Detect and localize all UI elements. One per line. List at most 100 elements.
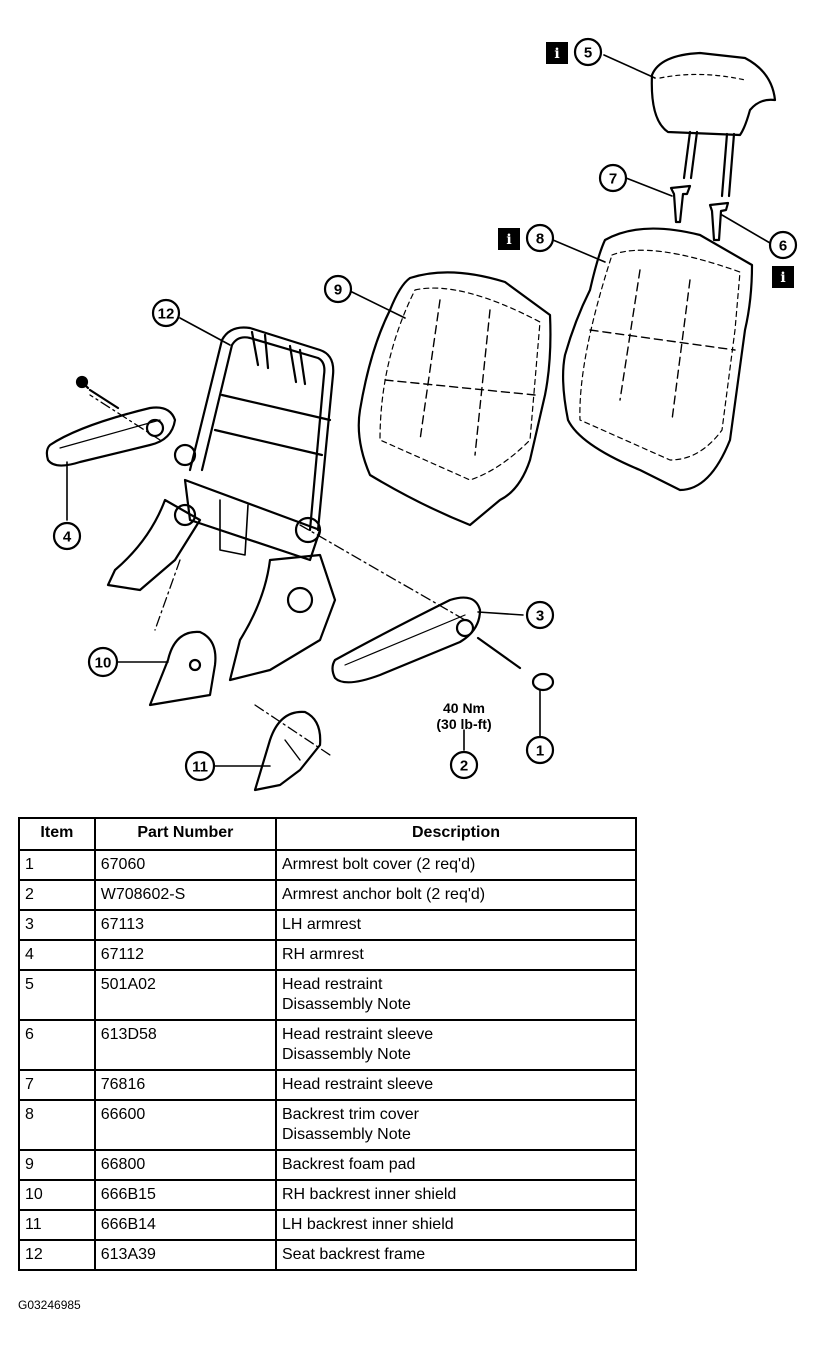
svg-text:i: i xyxy=(780,270,785,286)
callout-circle-8 xyxy=(525,223,555,253)
desc-text: Armrest anchor bolt (2 req'd) xyxy=(282,886,486,903)
rh-armrest-drawing xyxy=(45,375,177,467)
cell-item: 6 xyxy=(18,1019,96,1071)
callout-9: 9 xyxy=(334,282,342,299)
svg-text:i: i xyxy=(554,46,559,62)
cell-part: 613D58 xyxy=(93,1019,278,1071)
disassembly-note-link[interactable]: Disassembly Note xyxy=(282,1046,411,1063)
callout-12: 12 xyxy=(158,306,175,323)
torque-lbft: (30 lb-ft) xyxy=(436,716,491,732)
cell-part: 501A02 xyxy=(93,969,278,1021)
table-row: 2 W708602-S Armrest anchor bolt (2 req'd… xyxy=(18,879,637,911)
cell-desc: RH backrest inner shield xyxy=(275,1179,637,1211)
table-row: 7 76816 Head restraint sleeve xyxy=(18,1069,637,1101)
cell-desc: Head restraint sleeve xyxy=(275,1069,637,1101)
table-row: 3 67113 LH armrest xyxy=(18,909,637,941)
callout-4: 4 xyxy=(63,529,72,546)
cell-item: 3 xyxy=(18,909,96,941)
callout-8: 8 xyxy=(536,231,544,248)
svg-text:i: i xyxy=(506,232,511,248)
callout-circle-10 xyxy=(87,646,119,678)
cell-desc: Armrest bolt cover (2 req'd) xyxy=(275,849,637,881)
cell-desc: LH armrest xyxy=(275,909,637,941)
cell-part: 66800 xyxy=(93,1149,278,1181)
desc-text: Armrest bolt cover (2 req'd) xyxy=(282,856,476,873)
trim-cover-drawing xyxy=(562,227,754,492)
desc-text: Head restraint sleeve xyxy=(282,1076,434,1093)
backrest-frame-drawing xyxy=(106,326,337,682)
disassembly-note-link[interactable]: Disassembly Note xyxy=(282,996,411,1013)
cell-part: 666B14 xyxy=(93,1209,278,1241)
callout-circle-2 xyxy=(449,750,479,780)
cell-part: 67113 xyxy=(93,909,278,941)
cell-desc: LH backrest inner shield xyxy=(275,1209,637,1241)
table-row: 4 67112 RH armrest xyxy=(18,939,637,971)
cell-desc: Seat backrest frame xyxy=(275,1239,637,1271)
desc-text: RH armrest xyxy=(282,946,364,963)
alignment-lines xyxy=(89,394,466,756)
exploded-diagram: i i i 1 2 3 4 5 6 7 8 9 10 11 12 40 N xyxy=(45,37,798,792)
cell-part: 666B15 xyxy=(93,1179,278,1211)
cell-part: 613A39 xyxy=(93,1239,278,1271)
header-description: Description xyxy=(275,817,637,851)
desc-text: LH backrest inner shield xyxy=(282,1216,454,1233)
torque-nm: 40 Nm xyxy=(443,700,485,716)
foam-pad-drawing xyxy=(357,271,552,527)
callout-circle-9 xyxy=(323,274,353,304)
callout-7: 7 xyxy=(609,171,617,188)
desc-text: Head restraint xyxy=(282,976,383,993)
callout-10: 10 xyxy=(95,655,112,672)
desc-text: LH armrest xyxy=(282,916,362,933)
cell-item: 8 xyxy=(18,1099,96,1151)
callout-6: 6 xyxy=(779,238,787,255)
callout-5: 5 xyxy=(584,45,592,62)
header-part-number: Part Number xyxy=(93,817,278,851)
head-restraint-drawing xyxy=(650,51,777,198)
callout-3: 3 xyxy=(536,608,544,625)
callout-circle-7 xyxy=(598,163,628,193)
cell-item: 4 xyxy=(18,939,96,971)
desc-text: Backrest trim cover xyxy=(282,1106,419,1123)
desc-text: Backrest foam pad xyxy=(282,1156,416,1173)
cell-part: 76816 xyxy=(93,1069,278,1101)
header-item: Item xyxy=(18,817,96,851)
table-row: 1 67060 Armrest bolt cover (2 req'd) xyxy=(18,849,637,881)
cell-desc: Backrest foam pad xyxy=(275,1149,637,1181)
table-row: 9 66800 Backrest foam pad xyxy=(18,1149,637,1181)
callout-circle-12 xyxy=(151,298,181,328)
callout-2: 2 xyxy=(460,758,468,775)
parts-table: Item Part Number Description 1 67060 Arm… xyxy=(18,817,637,1271)
info-marker-6: i xyxy=(772,266,794,288)
cell-item: 5 xyxy=(18,969,96,1021)
desc-text: Seat backrest frame xyxy=(282,1246,426,1263)
callout-circle-11 xyxy=(184,750,216,782)
callout-11: 11 xyxy=(192,759,208,776)
callout-circle-5 xyxy=(573,37,603,67)
callout-circle-1 xyxy=(525,735,555,765)
cell-desc: Armrest anchor bolt (2 req'd) xyxy=(275,879,637,911)
desc-text: RH backrest inner shield xyxy=(282,1186,457,1203)
cell-part: 67112 xyxy=(93,939,278,971)
cell-item: 1 xyxy=(18,849,96,881)
table-row: 11 666B14 LH backrest inner shield xyxy=(18,1209,637,1241)
table-header-row: Item Part Number Description xyxy=(18,817,637,851)
callout-circle-6 xyxy=(768,230,798,260)
cell-part: 66600 xyxy=(93,1099,278,1151)
info-marker-8: i xyxy=(498,228,520,250)
cell-item: 12 xyxy=(18,1239,96,1271)
desc-text: Head restraint sleeve xyxy=(282,1026,434,1043)
info-marker-5: i xyxy=(546,42,568,64)
cell-part: W708602-S xyxy=(93,879,278,911)
callout-1: 1 xyxy=(536,743,544,760)
lh-armrest-drawing xyxy=(331,596,555,692)
callout-circle-4 xyxy=(52,521,82,551)
table-row: 12 613A39 Seat backrest frame xyxy=(18,1239,637,1271)
cell-item: 7 xyxy=(18,1069,96,1101)
disassembly-note-link[interactable]: Disassembly Note xyxy=(282,1126,411,1143)
